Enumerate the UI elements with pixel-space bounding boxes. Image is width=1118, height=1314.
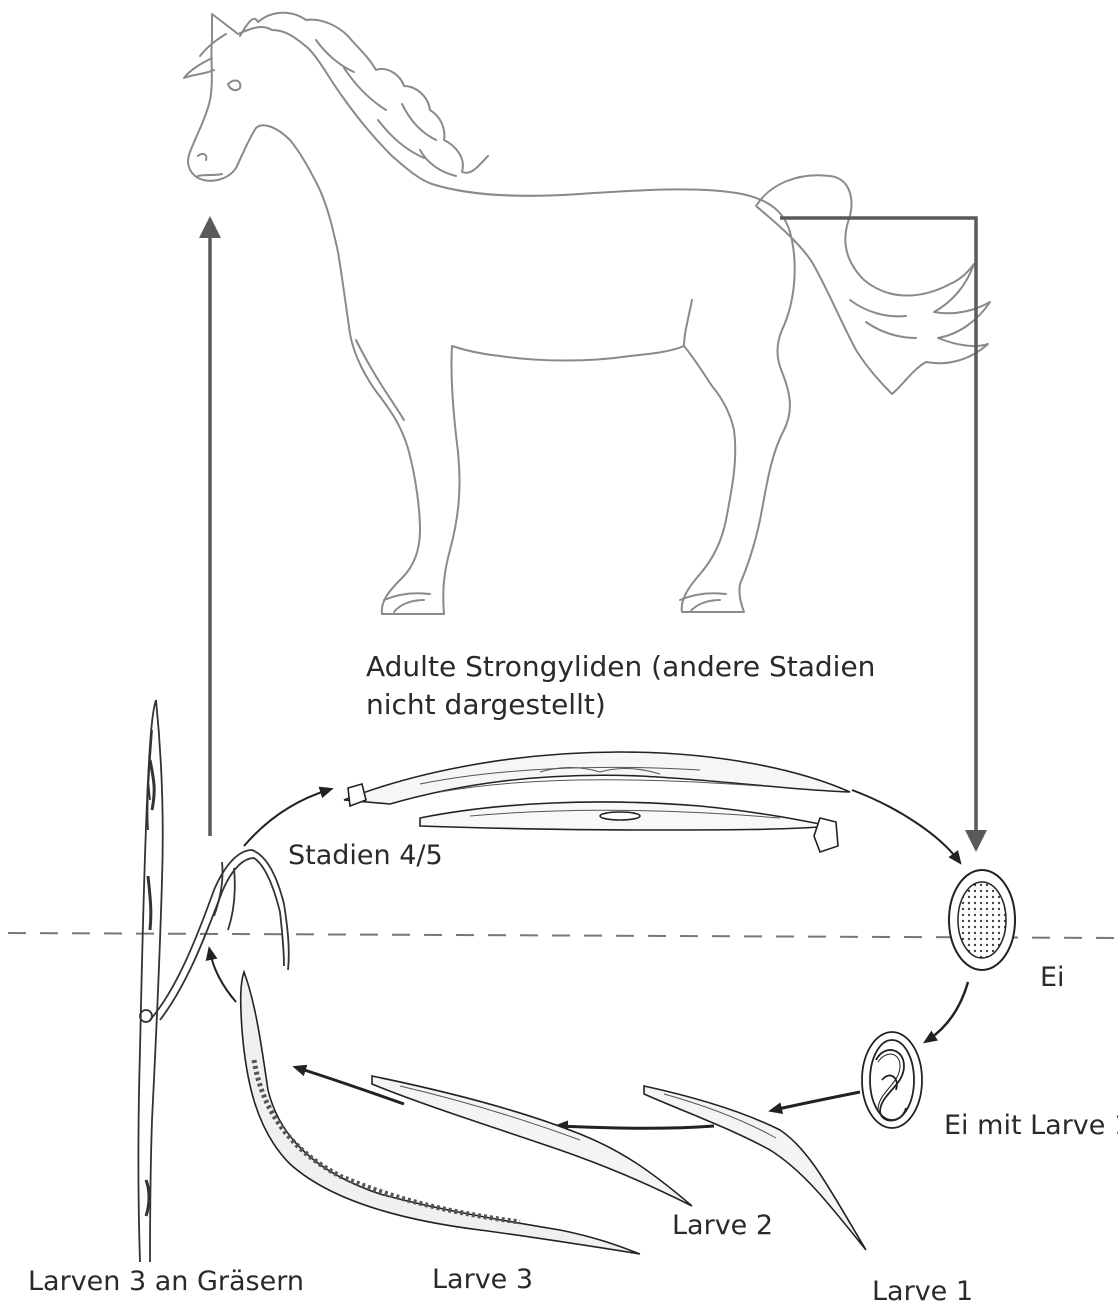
adult-strongyles-label: Adulte Strongyliden (andere Stadien nich… bbox=[366, 648, 875, 724]
adult-worm-lower bbox=[420, 802, 838, 852]
horse-eye bbox=[228, 81, 240, 91]
arrow-larve3-to-grass bbox=[210, 952, 236, 1002]
adult-worm-upper bbox=[344, 752, 850, 806]
larva-2-illustration bbox=[372, 1076, 692, 1206]
larvae-3-on-grass-label: Larven 3 an Gräsern bbox=[28, 1264, 304, 1300]
horse-shoulder bbox=[356, 300, 692, 420]
horse-hoof-back bbox=[680, 593, 726, 612]
egg-label: Ei bbox=[1040, 960, 1065, 996]
horse-hoof-front bbox=[384, 593, 430, 612]
arrow-worm-to-egg bbox=[852, 790, 958, 860]
larva-1-label: Larve 1 bbox=[872, 1274, 973, 1310]
egg-illustration bbox=[949, 870, 1015, 970]
exit-arrow-to-egg bbox=[780, 218, 976, 842]
grass-illustration bbox=[139, 700, 289, 1262]
arrow-larve1-to-larve2 bbox=[560, 1126, 714, 1128]
egg-with-larva-illustration bbox=[862, 1032, 922, 1128]
arrow-egg-to-egg-larva bbox=[928, 982, 968, 1040]
adult-strongyles-label-line2: nicht dargestellt) bbox=[366, 686, 875, 724]
larva-3-label: Larve 3 bbox=[432, 1262, 533, 1298]
horse-forelock bbox=[184, 34, 226, 78]
larva-2-label: Larve 2 bbox=[672, 1208, 773, 1244]
grass-node bbox=[140, 1010, 152, 1022]
egg-with-larva-1-label: Ei mit Larve 1 bbox=[944, 1108, 1118, 1144]
horse-body-outline bbox=[188, 14, 795, 614]
horse-mouth bbox=[198, 174, 222, 176]
horse-nostril bbox=[198, 154, 206, 160]
larva-3-illustration bbox=[241, 972, 640, 1254]
horse-tail bbox=[756, 175, 990, 394]
adult-strongyles-label-line1: Adulte Strongyliden (andere Stadien bbox=[366, 648, 875, 686]
horse-illustration bbox=[184, 13, 990, 614]
arrow-egg-larva-to-larve1 bbox=[774, 1092, 860, 1110]
stages-4-5-label: Stadien 4/5 bbox=[288, 838, 443, 874]
